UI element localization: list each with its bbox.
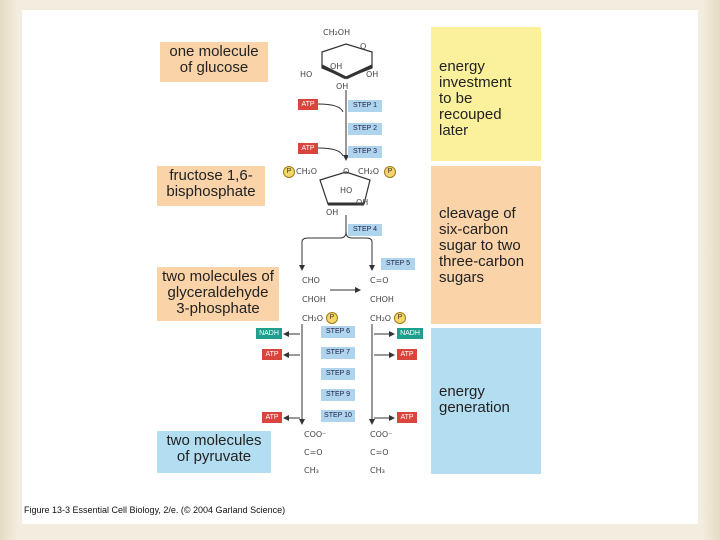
g3p-cho: CHO <box>302 276 320 285</box>
label-investment-line3: to be <box>439 90 473 107</box>
phosphate-icon: P <box>326 312 338 324</box>
glucose-oh-2: OH <box>366 70 379 79</box>
label-cleavage-line1: cleavage of <box>439 205 516 222</box>
label-glucose: one molecule of glucose <box>160 42 268 82</box>
pyruvate-right-coo: COO⁻ <box>370 430 393 439</box>
phosphate-icon: P <box>384 166 396 178</box>
atp-output-step10-left: ATP <box>262 412 282 423</box>
step-3-label: STEP 3 <box>348 146 382 158</box>
label-generation-line2: generation <box>439 399 510 416</box>
nadh-output-right: NADH <box>397 328 423 339</box>
label-investment-line2: investment <box>439 74 512 91</box>
fructose-oh-1: OH <box>356 198 369 207</box>
phosphate-icon: P <box>394 312 406 324</box>
label-fructose-line2: bisphosphate <box>166 183 256 200</box>
glucose-oh-3: OH <box>336 82 349 91</box>
atp-output-step7-right: ATP <box>397 349 417 360</box>
dhap-ch2o: CH₂O <box>370 314 392 323</box>
slide-canvas <box>22 10 698 524</box>
pyruvate-left-coo: COO⁻ <box>304 430 327 439</box>
step-4-label: STEP 4 <box>348 224 382 236</box>
atp-output-step7-left: ATP <box>262 349 282 360</box>
pyruvate-right-co: C=O <box>370 448 389 457</box>
pyruvate-right-ch3: CH₃ <box>370 466 385 475</box>
dhap-c-o: C=O <box>370 276 389 285</box>
glucose-ring <box>321 43 373 79</box>
fructose-oxygen: O <box>343 167 350 176</box>
step-2-label: STEP 2 <box>348 123 382 135</box>
label-cleavage-line5: sugars <box>439 269 485 286</box>
dhap-choh: CHOH <box>370 295 394 304</box>
glucose-ho: HO <box>300 70 313 79</box>
label-pyruvate-line1: two molecules <box>166 432 262 449</box>
label-glyceraldehyde: two molecules of glyceraldehyde 3-phosph… <box>157 267 279 321</box>
fructose-ho: HO <box>340 186 353 195</box>
g3p-ch2o: CH₂O <box>302 314 324 323</box>
fructose-oh-2: OH <box>326 208 339 217</box>
label-energy-generation: energy generation <box>431 328 541 474</box>
fructose-ch2o-left: CH₂O <box>296 167 318 176</box>
label-fructose: fructose 1,6- bisphosphate <box>157 166 265 206</box>
step-9-label: STEP 9 <box>321 389 355 401</box>
glucose-oh-1: OH <box>330 62 343 71</box>
step-1-label: STEP 1 <box>348 100 382 112</box>
g3p-choh: CHOH <box>302 295 326 304</box>
label-investment-line4: recouped <box>439 106 502 123</box>
label-pyruvate: two molecules of pyruvate <box>157 431 271 473</box>
label-investment-line1: energy <box>439 58 485 75</box>
label-cleavage-line4: three-carbon <box>439 253 525 270</box>
label-investment-line5: later <box>439 122 469 139</box>
label-glucose-line2: of glucose <box>179 59 249 76</box>
nadh-output-left: NADH <box>256 328 282 339</box>
atp-output-step10-right: ATP <box>397 412 417 423</box>
step-8-label: STEP 8 <box>321 368 355 380</box>
atp-input-step3: ATP <box>298 143 318 154</box>
fructose-ring <box>319 171 371 205</box>
label-energy-investment: energy investment to be recouped later <box>431 27 541 161</box>
step-7-label: STEP 7 <box>321 347 355 359</box>
step-6-label: STEP 6 <box>321 326 355 338</box>
step-10-label: STEP 10 <box>321 410 355 422</box>
label-glyceraldehyde-line1: two molecules of <box>162 268 274 285</box>
figure-caption: Figure 13-3 Essential Cell Biology, 2/e.… <box>24 505 286 515</box>
glucose-oxygen: O <box>360 42 367 51</box>
label-pyruvate-line2: of pyruvate <box>176 448 252 465</box>
label-glucose-line1: one molecule <box>169 43 259 60</box>
pyruvate-left-ch3: CH₃ <box>304 466 319 475</box>
fructose-ch2o-right: CH₂O <box>358 167 380 176</box>
label-cleavage: cleavage of six-carbon sugar to two thre… <box>431 166 541 324</box>
phosphate-icon: P <box>283 166 295 178</box>
pyruvate-left-co: C=O <box>304 448 323 457</box>
label-generation-line1: energy <box>439 383 485 400</box>
label-fructose-line1: fructose 1,6- <box>169 167 253 184</box>
label-glyceraldehyde-line3: 3-phosphate <box>176 300 260 317</box>
step-5-label: STEP 5 <box>381 258 415 270</box>
glucose-ch2oh: CH₂OH <box>323 28 351 37</box>
label-cleavage-line2: six-carbon <box>439 221 509 238</box>
label-glyceraldehyde-line2: glyceraldehyde <box>167 284 269 301</box>
atp-input-step1: ATP <box>298 99 318 110</box>
label-cleavage-line3: sugar to two <box>439 237 521 254</box>
